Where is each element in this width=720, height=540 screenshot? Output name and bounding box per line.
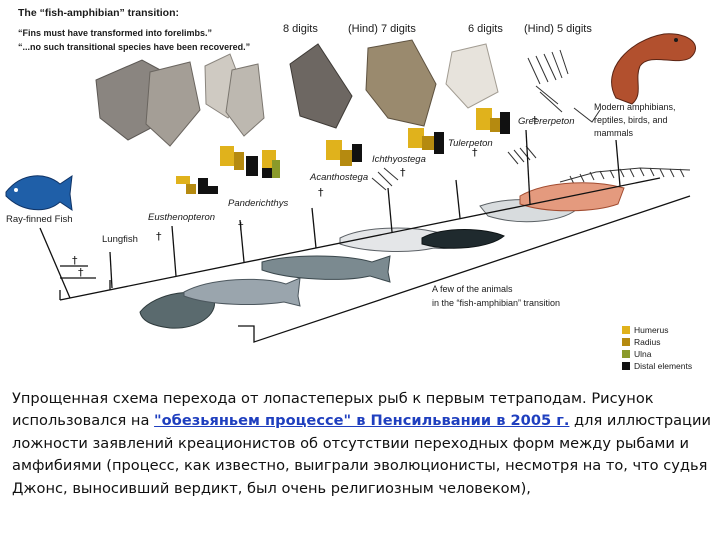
digit-label-hind-7: (Hind) 7 digits	[348, 23, 416, 35]
label-modern-line-1: Modern amphibians,	[594, 102, 676, 112]
label-modern-line-3: mammals	[594, 128, 634, 138]
legend-label-radius: Radius	[634, 337, 660, 347]
label-acanthostega: Acanthostega	[309, 172, 368, 183]
bone-legend: Humerus Radius Ulna Distal elements	[622, 325, 692, 371]
legend-label-distal: Distal elements	[634, 361, 692, 371]
digit-label-hind-5: (Hind) 5 digits	[524, 23, 592, 35]
label-tulerpeton: Tulerpeton	[448, 138, 493, 149]
legend-swatch-distal	[622, 362, 630, 370]
svg-text:†: †	[156, 230, 162, 243]
panderichthys-image	[262, 256, 390, 282]
digit-label-6: 6 digits	[468, 23, 503, 35]
salamander-image	[612, 34, 696, 104]
legend-swatch-radius	[622, 338, 630, 346]
legend-label-humerus: Humerus	[634, 325, 668, 335]
label-ichthyostega: Ichthyostega	[372, 154, 426, 165]
svg-text:†: †	[238, 220, 244, 233]
label-eusthenopteron: Eusthenopteron	[148, 212, 215, 223]
greererpeton-image	[520, 183, 624, 211]
callout-line-1: A few of the animals	[432, 284, 513, 294]
callout-line-2: in the “fish-amphibian” transition	[432, 298, 560, 308]
header-title: The “fish-amphibian” transition:	[18, 7, 179, 19]
fossil-slab-images	[96, 40, 498, 146]
svg-text:†: †	[400, 166, 406, 179]
legend-swatch-humerus	[622, 326, 630, 334]
label-ray-finned-fish: Ray-finned Fish	[6, 214, 73, 225]
header-quote-2: “...no such transitional species have be…	[18, 42, 250, 52]
label-lungfish: Lungfish	[102, 234, 138, 245]
svg-text:†: †	[78, 266, 84, 279]
legend-label-ulna: Ulna	[634, 349, 652, 359]
ray-finned-fish-image	[6, 176, 72, 210]
label-greererpeton: Greererpeton	[518, 116, 575, 127]
label-panderichthys: Panderichthys	[228, 198, 288, 209]
caption-link[interactable]: "обезьяньем процессе" в Пенсильвании в 2…	[154, 412, 569, 429]
svg-text:†: †	[318, 186, 324, 199]
legend-swatch-ulna	[622, 350, 630, 358]
header-quote-1: “Fins must have transformed into forelim…	[18, 28, 212, 38]
caption: Упрощенная схема перехода от лопастеперы…	[12, 388, 712, 500]
label-modern-line-2: reptiles, birds, and	[594, 115, 668, 125]
digit-label-8: 8 digits	[283, 23, 318, 35]
